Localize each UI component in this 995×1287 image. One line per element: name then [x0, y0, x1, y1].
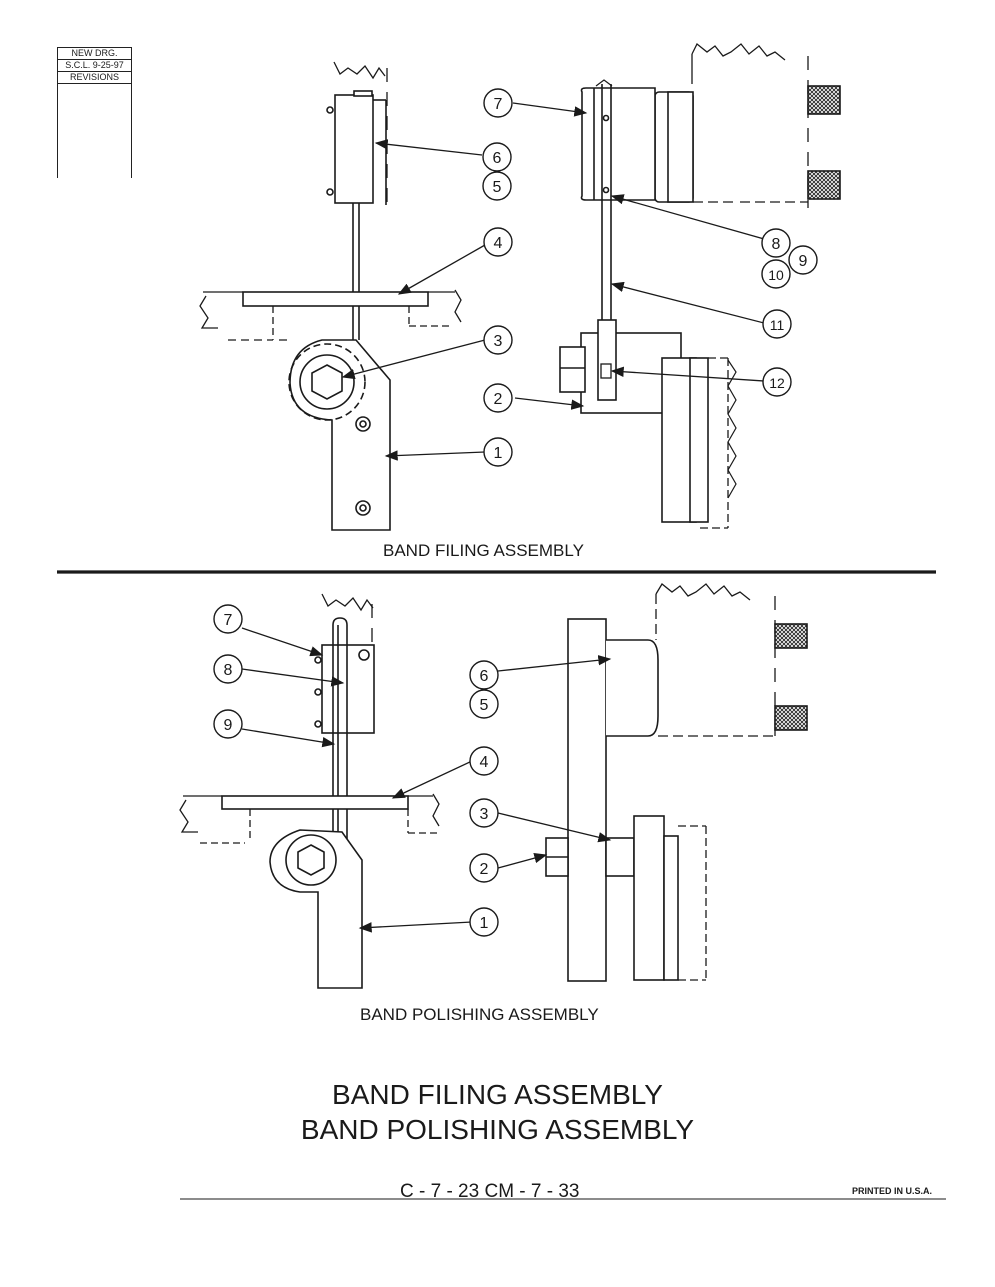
filing-callout-5: 5 [493, 179, 502, 196]
page-title-line1: BAND FILING ASSEMBLY [332, 1079, 663, 1110]
filing-callout-4: 4 [494, 235, 503, 252]
polishing-front-view [545, 583, 808, 982]
page-title-line2: BAND POLISHING ASSEMBLY [300, 1114, 695, 1145]
filing-callout-12: 12 [769, 375, 785, 391]
filing-caption: BAND FILING ASSEMBLY [383, 541, 584, 560]
filing-callout-8: 8 [772, 236, 781, 253]
revision-heading: REVISIONS [58, 72, 131, 84]
polishing-callout-5: 5 [480, 697, 489, 714]
filing-callout-6: 6 [493, 150, 502, 167]
filing-callout-7: 7 [494, 96, 503, 113]
polishing-leaders [241, 627, 612, 933]
revision-date: S.C.L. 9-25-97 [58, 60, 131, 72]
revision-new-drg: NEW DRG. [58, 47, 131, 60]
polishing-side-view [179, 593, 440, 989]
filing-callout-2: 2 [494, 391, 503, 408]
filing-front-view [559, 42, 841, 529]
polishing-callout-4: 4 [480, 754, 489, 771]
polishing-callout-3: 3 [480, 806, 489, 823]
polishing-callout-8: 8 [224, 662, 233, 679]
filing-callout-10: 10 [768, 267, 784, 283]
polishing-callout-9: 9 [224, 717, 233, 734]
filing-leaders [341, 102, 765, 461]
polishing-callout-6: 6 [480, 668, 489, 685]
filing-callout-1: 1 [494, 445, 503, 462]
filing-callout-3: 3 [494, 333, 503, 350]
revision-block: NEW DRG. S.C.L. 9-25-97 REVISIONS [57, 47, 132, 178]
polishing-callout-7: 7 [224, 612, 233, 629]
filing-side-view [199, 61, 462, 531]
polishing-caption: BAND POLISHING ASSEMBLY [360, 1005, 599, 1024]
polishing-callout-1: 1 [480, 915, 489, 932]
printed-in-usa: PRINTED IN U.S.A. [852, 1186, 933, 1196]
drawing-numbers: C - 7 - 23 CM - 7 - 33 [400, 1181, 580, 1202]
polishing-callout-2: 2 [480, 861, 489, 878]
filing-callout-9: 9 [799, 253, 808, 270]
filing-callout-11: 11 [770, 317, 785, 333]
